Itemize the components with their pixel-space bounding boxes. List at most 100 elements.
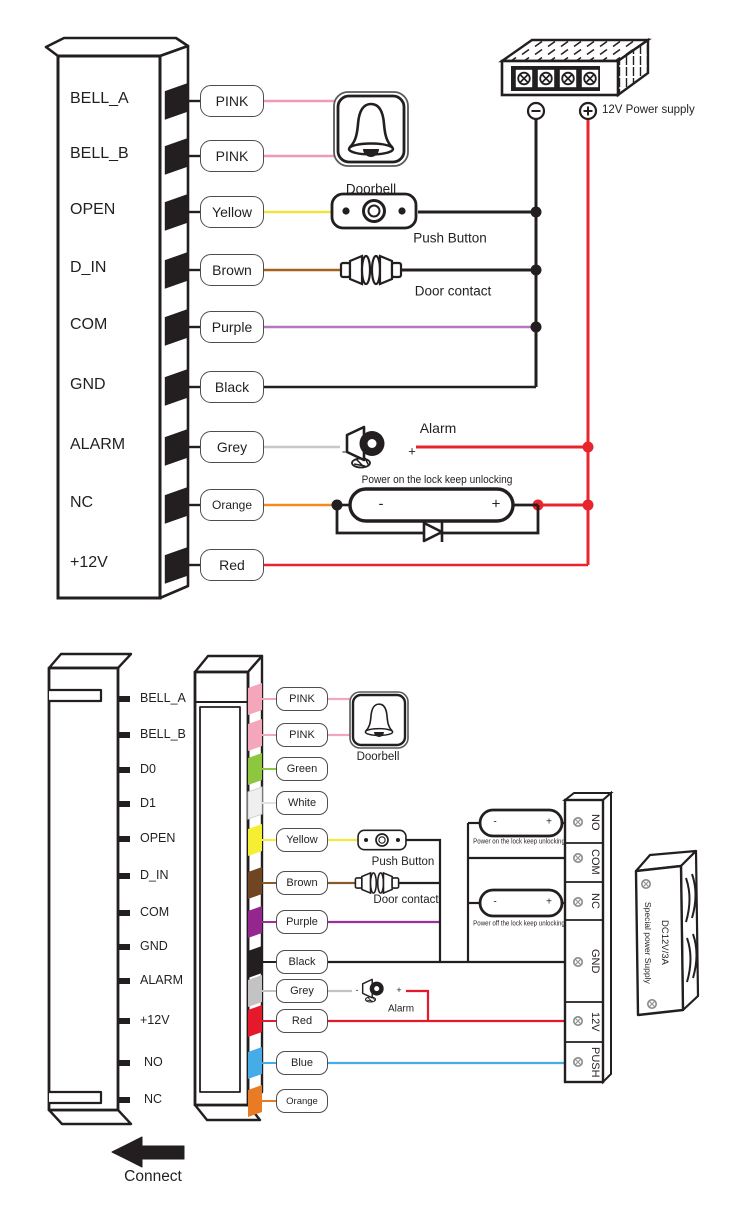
alarm-icon [345,425,386,469]
top-terminal-label-com: COM [70,316,108,333]
bottom-backplate-block [47,652,133,1126]
top-terminal-label-nc: NC [70,494,94,511]
door-contact-label: Door contact [414,283,492,299]
lock-on-note: Power on the lock keep unlocking [473,838,565,846]
top-terminal-label-d-in: D_IN [70,259,107,276]
relay-terminal-gnd: GND [589,948,601,974]
lock-plus-sign: + [491,495,501,513]
relay-terminal-push: PUSH [589,1046,601,1078]
top-wire-tag-pink-1: PINK [200,85,264,117]
bottom-black-links [398,821,566,962]
lock-on-minus-sign: - [493,816,497,828]
bottom-wires [328,697,566,1065]
bottom-alarm-minus-sign: - [355,985,359,995]
lock-minus-sign: - [378,495,384,513]
bottom-terminal-label-open: OPEN [140,831,176,845]
top-wire-tag-black: Black [200,371,264,403]
top-terminal-label-12v: +12V [70,554,108,571]
plus-terminal-icon [578,101,598,121]
relay-terminal-no: NO [589,813,601,831]
bottom-wire-tag-black: Black [276,950,328,974]
doorbell-label: Doorbell [345,181,397,197]
bottom-doorbell-icon [349,691,409,749]
bottom-backplate-ticks [117,696,130,1103]
lock-off-minus-sign: - [493,896,497,908]
top-wire-tag-purple: Purple [200,311,264,343]
power-supply-12v-icon [498,37,652,121]
bottom-alarm-label: Alarm [387,1003,415,1015]
alarm-label: Alarm [419,420,457,436]
bottom-terminal-label-gnd: GND [140,939,168,953]
top-terminal-label-bell-a: BELL_A [70,90,129,107]
psu-name-label: Special power Supply [643,901,653,984]
relay-terminal-nc: NC [589,893,601,909]
top-wires [264,99,588,567]
bottom-wire-tag-brown: Brown [276,871,328,895]
top-terminal-label-bell-b: BELL_B [70,145,129,162]
bottom-push-button-label: Push Button [371,856,435,868]
lock-note: Power on the lock keep unlocking [361,474,513,486]
push-button-label: Push Button [413,230,487,246]
relay-terminal-com: COM [589,849,601,875]
bottom-wire-tag-green: Green [276,757,328,781]
bottom-lock-off-capsule [478,888,564,918]
top-black-bus [402,119,538,387]
top-wire-tag-red: Red [200,549,264,581]
top-wire-tag-grey: Grey [200,431,264,463]
bottom-diagram [47,652,700,1168]
bottom-terminal-label-nc: NC [144,1092,163,1106]
bottom-terminal-label-com: COM [140,905,170,919]
power-supply-label: 12V Power supply [602,104,695,116]
alarm-minus-sign: - [341,443,347,459]
top-terminal-pads [164,83,200,584]
bottom-lock-on-capsule [478,808,564,838]
top-terminal-label-open: OPEN [70,201,116,218]
relay-terminal-strip [562,790,614,1085]
special-power-supply-icon [634,849,700,1017]
bottom-door-contact-label: Door contact [373,894,439,906]
top-wire-tag-yellow: Yellow [200,196,264,228]
bottom-terminal-label-bell-a: BELL_A [140,691,186,705]
bottom-wire-tag-pink-2: PINK [276,723,328,747]
top-wire-tag-orange: Orange [200,489,264,521]
top-junction-dots-red [532,441,594,511]
doorbell-icon [333,91,409,167]
minus-terminal-icon [526,101,546,121]
top-terminal-label-alarm: ALARM [70,436,126,453]
top-red-bus [416,119,590,565]
bottom-terminal-label-d-in: D_IN [140,868,169,882]
bottom-terminal-label-d0: D0 [140,762,156,776]
lock-on-plus-sign: + [546,816,552,828]
bottom-wire-tag-yellow: Yellow [276,828,328,852]
bottom-wire-tag-blue: Blue [276,1051,328,1075]
bottom-terminal-label-alarm: ALARM [140,973,184,987]
top-terminal-label-gnd: GND [70,376,106,393]
lock-capsule [335,487,540,543]
bottom-alarm-icon [361,978,385,1003]
connect-label: Connect [124,1168,182,1185]
top-diagram [44,36,652,600]
bottom-wire-tag-purple: Purple [276,910,328,934]
top-wire-tag-pink-2: PINK [200,140,264,172]
top-wire-tag-brown: Brown [200,254,264,286]
bottom-wire-tag-grey: Grey [276,979,328,1003]
lock-off-plus-sign: + [546,896,552,908]
lock-off-note: Power off the lock keep unlocking [473,920,565,928]
bottom-color-pads [247,683,276,1117]
bottom-push-button-icon [357,829,407,851]
relay-terminal-12v: 12V [589,1012,601,1032]
bottom-wire-tag-red: Red [276,1009,328,1033]
bottom-wire-tag-orange: Orange [276,1089,328,1113]
bottom-doorbell-label: Doorbell [356,751,400,763]
alarm-plus-sign: + [408,443,416,459]
bottom-terminal-label-bell-b: BELL_B [140,727,186,741]
bottom-terminal-label-12v: +12V [140,1013,170,1027]
connect-arrow-icon [111,1136,185,1168]
bottom-wire-tag-white: White [276,791,328,815]
bottom-wire-tag-pink-1: PINK [276,687,328,711]
psu-model-label: DC12V/3A [659,920,670,965]
bottom-terminal-label-no: NO [144,1055,163,1069]
bottom-door-contact-icon [354,872,400,894]
